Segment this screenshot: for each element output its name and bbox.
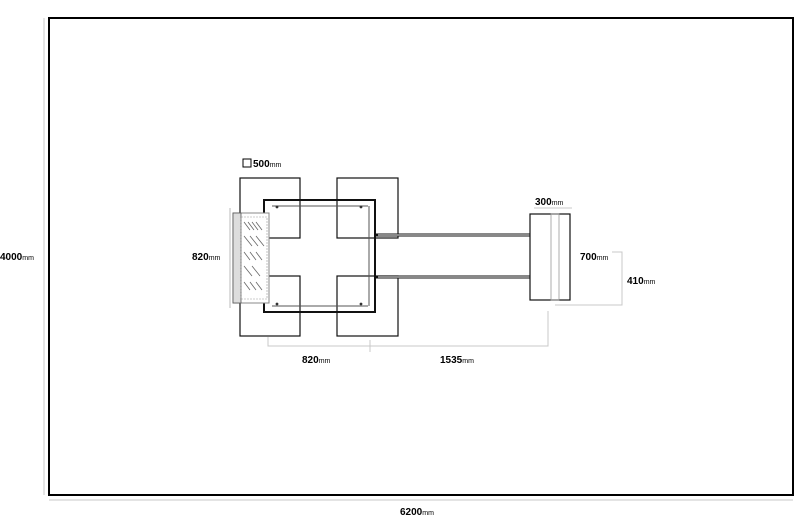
bolt-icon xyxy=(359,205,363,209)
room-width-label: 6200mm xyxy=(400,507,434,518)
pad-top-right xyxy=(336,177,399,239)
end-block-inner xyxy=(550,213,560,301)
bottom-dimension-line xyxy=(267,311,549,347)
pad-top-left xyxy=(239,177,301,239)
rail-spacing-label: 410mm xyxy=(627,276,656,287)
pad-spacing-label: 820mm xyxy=(302,355,331,366)
pad-size-label: 500mm xyxy=(253,159,282,170)
arm-length-label: 1535mm xyxy=(440,355,474,366)
room-outline xyxy=(48,17,794,496)
square-symbol-icon xyxy=(242,158,252,168)
bolt-icon xyxy=(275,302,279,306)
pad-outer-width-label: 820mm xyxy=(192,252,221,263)
room-depth-label: 4000mm xyxy=(0,252,34,263)
bolt-icon xyxy=(275,205,279,209)
end-block-width-label: 300mm xyxy=(535,197,564,208)
bolt-icon xyxy=(359,302,363,306)
end-block-height-label: 700mm xyxy=(580,252,609,263)
rail-spacing-dimension-line xyxy=(555,251,623,306)
end-block xyxy=(529,213,571,301)
control-panel xyxy=(229,208,270,308)
